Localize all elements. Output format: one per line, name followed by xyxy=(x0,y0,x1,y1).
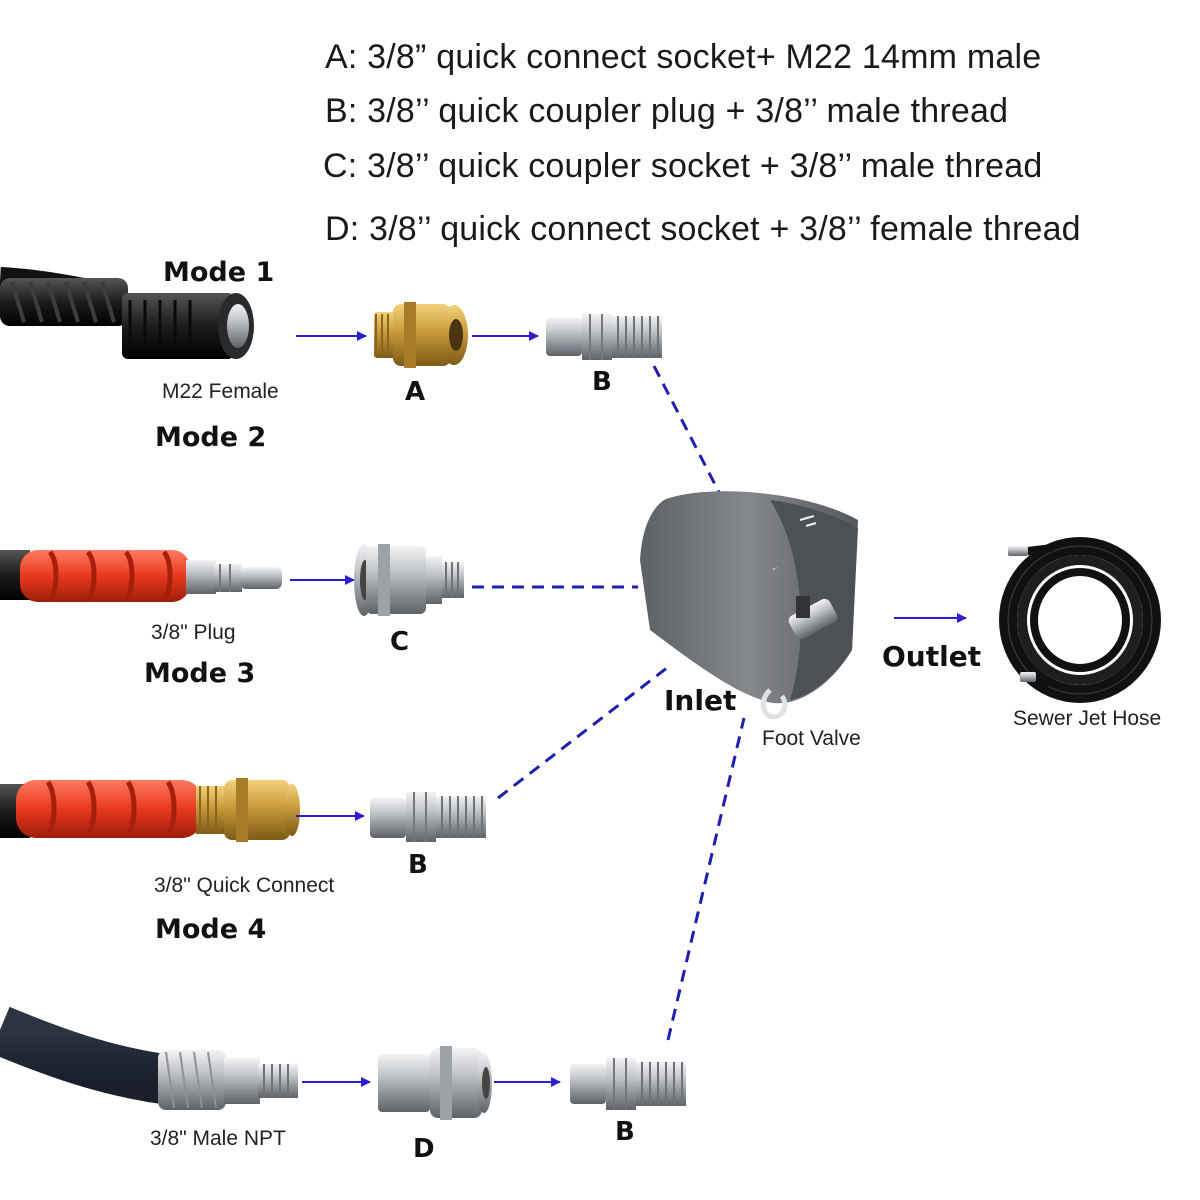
dashed-line-mode-1 xyxy=(652,365,724,499)
dashed-line-mode-4 xyxy=(666,717,746,1041)
part-b-steel-plug-mode-3 xyxy=(370,792,486,842)
svg-text:↓: ↓ xyxy=(770,565,780,573)
mode-4-part-b-label: B xyxy=(615,1117,635,1147)
mode-1-m22-hose xyxy=(0,267,254,359)
mode-3-hose-with-socket xyxy=(0,778,300,842)
mode-2-hose-with-plug xyxy=(0,550,282,602)
red-guard-mode-3 xyxy=(16,780,202,838)
mode-4-hose-with-npt xyxy=(0,1006,298,1110)
mode-2-part-c-label: C xyxy=(390,627,410,657)
sewer-jet-hose-label: Sewer Jet Hose xyxy=(1013,707,1162,730)
mode-3-hose-label: 3/8" Quick Connect xyxy=(154,874,335,897)
mode-4-title: Mode 4 xyxy=(155,914,267,945)
mode-2-hose-label: 3/8" Plug xyxy=(151,621,236,644)
mode-2-title: Mode 2 xyxy=(155,422,267,453)
inlet-label: Inlet xyxy=(664,684,737,717)
legend-c: C: 3/8’’ quick coupler socket + 3/8’’ ma… xyxy=(323,147,1043,185)
part-d-steel-socket xyxy=(378,1046,492,1120)
outlet-label: Outlet xyxy=(882,640,982,673)
part-b-steel-plug-mode-1 xyxy=(546,314,662,360)
hose-braid-guard xyxy=(0,278,128,326)
mode-1-part-a-label: A xyxy=(405,377,426,407)
foot-valve: ↓ xyxy=(640,491,858,720)
mode-3-part-b-label: B xyxy=(408,850,428,880)
red-guard xyxy=(20,550,190,602)
mode-1-hose-label: M22 Female xyxy=(162,380,279,403)
sewer-jet-hose-coil xyxy=(999,537,1161,703)
part-a-brass-socket xyxy=(374,302,468,368)
m22-female-fitting xyxy=(122,293,234,359)
mode-4-hose-label: 3/8" Male NPT xyxy=(150,1127,286,1150)
foot-valve-label: Foot Valve xyxy=(762,727,861,750)
mode-3-title: Mode 3 xyxy=(144,658,256,689)
legend-a: A: 3/8” quick connect socket+ M22 14mm m… xyxy=(325,38,1042,76)
legend-b: B: 3/8’’ quick coupler plug + 3/8’’ male… xyxy=(325,92,1009,130)
legend-d: D: 3/8’’ quick connect socket + 3/8’’ fe… xyxy=(325,210,1081,248)
dashed-line-mode-3 xyxy=(497,662,673,800)
part-b-steel-plug-mode-4 xyxy=(570,1058,686,1110)
mode-1-title: Mode 1 xyxy=(163,257,275,288)
mode-1-part-b-label: B xyxy=(592,367,612,397)
mode-4-part-d-label: D xyxy=(413,1134,435,1164)
part-c-steel-socket xyxy=(354,544,464,616)
